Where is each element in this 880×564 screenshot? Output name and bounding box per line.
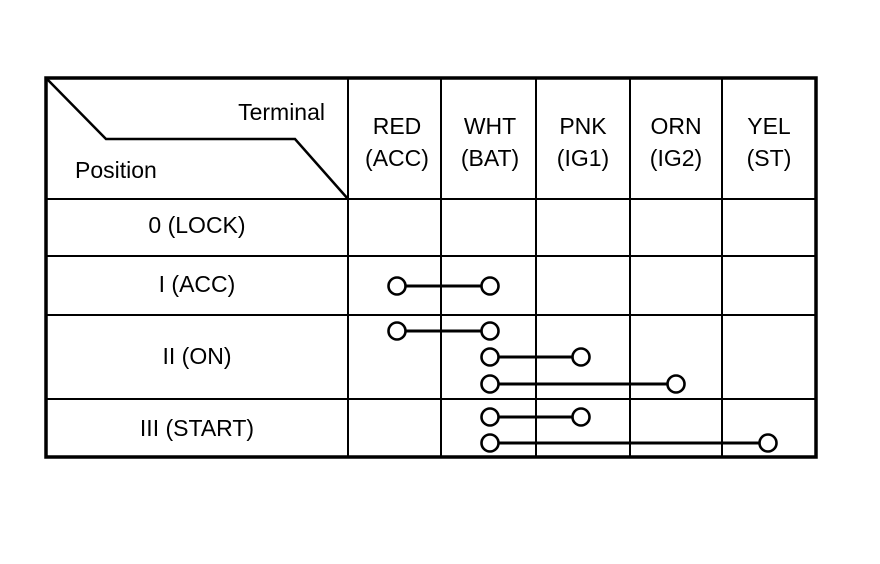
row-divider-lines: [46, 198, 816, 400]
terminal-node-bat-row-start-2: [480, 433, 500, 453]
column-header-ig1-line1: PNK: [559, 113, 607, 139]
terminal-node-bat-row-on-2: [480, 347, 500, 367]
terminal-node-acc-row-on: [387, 321, 407, 341]
terminal-node-acc-row-acc: [387, 276, 407, 296]
terminal-node-bat-row-start-1: [480, 407, 500, 427]
row-label-acc: I (ACC): [159, 271, 236, 297]
column-header-st-line1: YEL: [747, 113, 791, 139]
column-header-bat-line1: WHT: [464, 113, 516, 139]
row-label-lock: 0 (LOCK): [148, 212, 245, 238]
terminal-node-ig2-row-on: [666, 374, 686, 394]
terminal-node-ig1-row-start: [571, 407, 591, 427]
continuity-row-start: [480, 407, 778, 453]
terminal-node-bat-row-acc: [480, 276, 500, 296]
row-label-start: III (START): [140, 415, 254, 441]
continuity-row-acc: [387, 276, 500, 296]
column-headers: RED (ACC) WHT (BAT) PNK (IG1) ORN (IG2) …: [365, 113, 791, 171]
continuity-row-on: [387, 321, 686, 394]
column-header-ig2-line1: ORN: [650, 113, 701, 139]
column-header-ig1-line2: (IG1): [557, 145, 609, 171]
terminal-node-bat-row-on-1: [480, 321, 500, 341]
corner-label-position: Position: [75, 157, 157, 183]
table-outer-border: [44, 76, 818, 459]
terminal-node-ig1-row-on: [571, 347, 591, 367]
row-labels: 0 (LOCK) I (ACC) II (ON) III (START): [140, 212, 254, 441]
column-header-acc-line2: (ACC): [365, 145, 429, 171]
terminal-node-bat-row-on-3: [480, 374, 500, 394]
column-header-acc-line1: RED: [373, 113, 422, 139]
column-header-st-line2: (ST): [747, 145, 792, 171]
terminal-node-st-row-start: [758, 433, 778, 453]
row-label-on: II (ON): [163, 343, 232, 369]
corner-label-terminal: Terminal: [238, 99, 325, 125]
column-divider-lines: [347, 78, 723, 457]
column-header-ig2-line2: (IG2): [650, 145, 702, 171]
corner-split-divider: [45, 77, 349, 200]
column-header-bat-line2: (BAT): [461, 145, 519, 171]
